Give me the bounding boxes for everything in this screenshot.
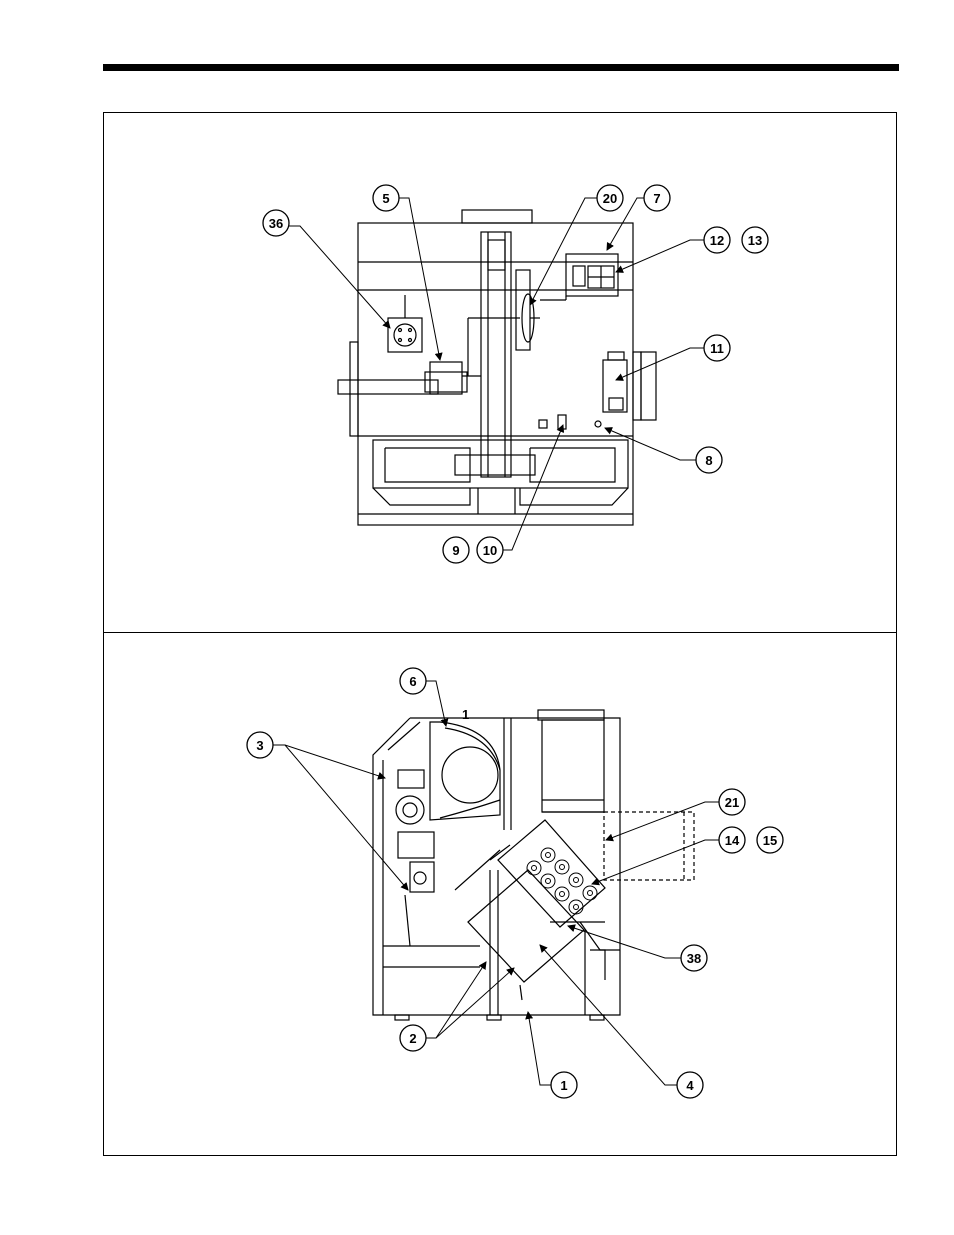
callout-8-label: 8 bbox=[705, 453, 712, 468]
callout-6: 6 bbox=[400, 668, 426, 694]
callout-11-label: 11 bbox=[710, 341, 724, 356]
callout-7: 7 bbox=[644, 185, 670, 211]
callout-38: 38 bbox=[681, 945, 707, 971]
callout-10-label: 10 bbox=[483, 543, 497, 558]
callout-1-label: 1 bbox=[560, 1078, 567, 1093]
callout-15: 15 bbox=[757, 827, 783, 853]
callout-21-label: 21 bbox=[725, 795, 739, 810]
callout-2: 2 bbox=[400, 1025, 426, 1051]
bottom-callouts: 6 3 21 14 15 38 2 1 4 bbox=[247, 668, 783, 1098]
callout-12-label: 12 bbox=[710, 233, 724, 248]
callout-15-label: 15 bbox=[763, 833, 777, 848]
callout-3: 3 bbox=[247, 732, 273, 758]
side-elevation-drawing bbox=[373, 710, 694, 1020]
callout-36-label: 36 bbox=[269, 216, 283, 231]
callout-3-label: 3 bbox=[256, 738, 263, 753]
small-mark-label: 1 bbox=[462, 707, 469, 722]
bottom-leaders bbox=[273, 681, 719, 1085]
callout-13-label: 13 bbox=[748, 233, 762, 248]
callout-9: 9 bbox=[443, 537, 469, 563]
callout-12: 12 bbox=[704, 227, 730, 253]
callout-20: 20 bbox=[597, 185, 623, 211]
callout-14: 14 bbox=[719, 827, 745, 853]
callout-10: 10 bbox=[477, 537, 503, 563]
callout-4-label: 4 bbox=[686, 1078, 694, 1093]
callout-4: 4 bbox=[677, 1072, 703, 1098]
callout-13: 13 bbox=[742, 227, 768, 253]
callout-5: 5 bbox=[373, 185, 399, 211]
front-elevation-drawing bbox=[338, 210, 656, 525]
callout-38-label: 38 bbox=[687, 951, 701, 966]
callout-20-label: 20 bbox=[603, 191, 617, 206]
callout-11: 11 bbox=[704, 335, 730, 361]
callout-5-label: 5 bbox=[382, 191, 389, 206]
callout-36: 36 bbox=[263, 210, 289, 236]
callout-14-label: 14 bbox=[725, 833, 740, 848]
callout-21: 21 bbox=[719, 789, 745, 815]
callout-7-label: 7 bbox=[653, 191, 660, 206]
callout-1: 1 bbox=[551, 1072, 577, 1098]
callout-8: 8 bbox=[696, 447, 722, 473]
callout-9-label: 9 bbox=[452, 543, 459, 558]
callout-2-label: 2 bbox=[409, 1031, 416, 1046]
callout-6-label: 6 bbox=[409, 674, 416, 689]
